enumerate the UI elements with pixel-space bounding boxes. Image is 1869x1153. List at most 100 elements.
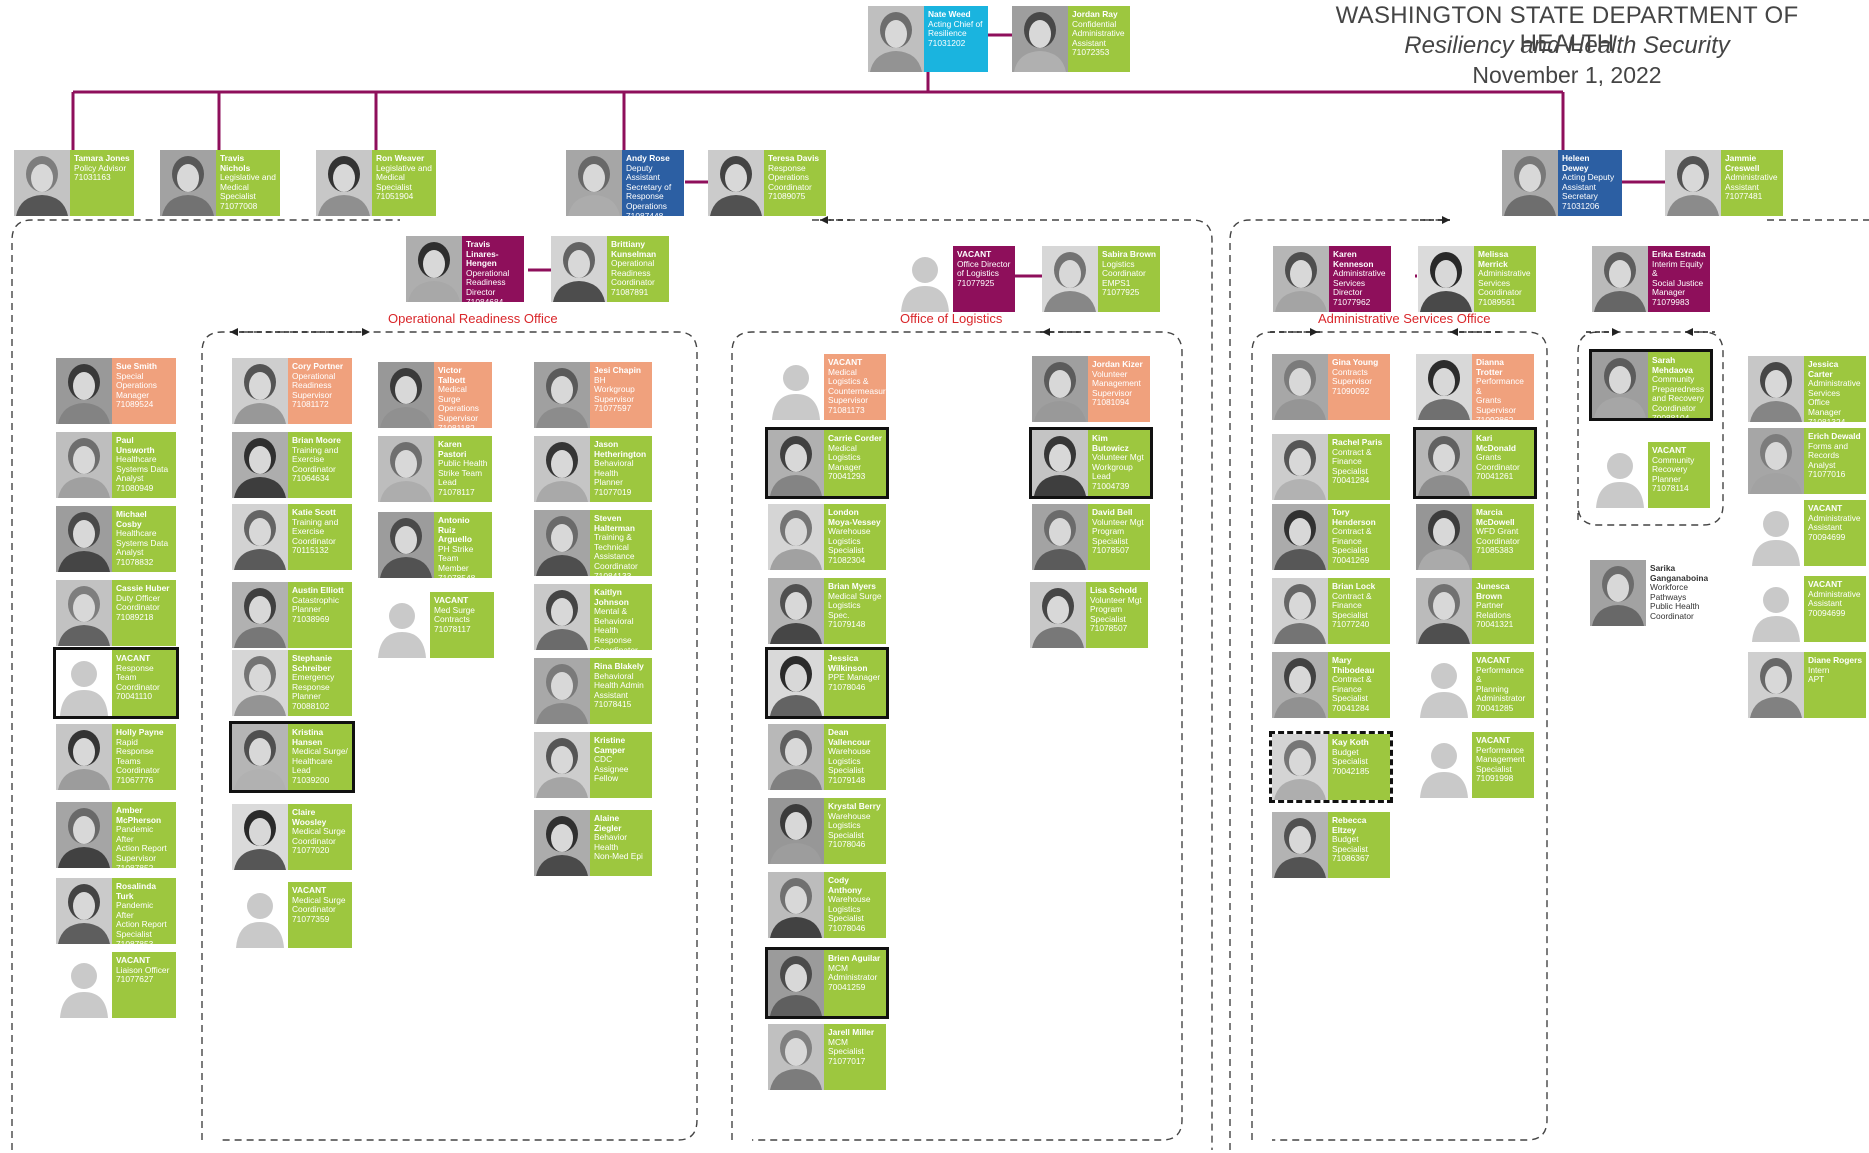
employee-detail-line: Technical: [594, 541, 629, 552]
employee-detail-line: 71089524: [116, 399, 154, 410]
employee-name: Heleen Dewey: [1562, 153, 1590, 173]
employee-detail-line: Resilience: [928, 28, 967, 39]
employee-detail-line: Grants: [1476, 395, 1502, 406]
vacant-avatar-icon: [56, 952, 112, 1018]
employee-name: Gina Young: [1332, 357, 1379, 367]
employee-photo: [56, 580, 112, 646]
employee-detail-line: Warehouse: [828, 746, 871, 757]
employee-detail-line: Operational: [466, 267, 510, 278]
employee-name: Travis Nichols: [220, 153, 251, 173]
employee-detail-line: Administrative: [1808, 588, 1861, 599]
employee-name: Teresa Davis: [768, 153, 820, 163]
employee-detail-line: Administrative: [1725, 172, 1778, 183]
employee-detail-line: Lead: [1092, 471, 1111, 482]
employee-detail-line: Medical: [828, 442, 857, 453]
employee-detail-line: Planner: [292, 691, 321, 702]
employee-detail-line: Legislative and: [220, 172, 276, 183]
employee-detail-line: Budget: [1332, 834, 1359, 845]
employee-detail-line: Medical: [376, 172, 405, 183]
employee-name: Kristina Hansen: [292, 727, 324, 747]
employee-detail-line: Specialist: [828, 829, 864, 840]
employee-detail-line: Coordinator: [1102, 268, 1146, 279]
employee-detail-line: Catastrophic: [292, 594, 340, 605]
employee-photo: [1272, 354, 1328, 420]
employee-photo: [566, 150, 622, 216]
employee-detail-line: Preparedness: [1652, 383, 1705, 394]
employee-detail-line: Logistics Spec.: [828, 600, 861, 620]
employee-detail-line: 71067776: [116, 774, 154, 785]
employee-detail-line: Operational: [611, 258, 655, 269]
employee-detail-line: Supervisor: [1092, 387, 1133, 398]
employee-detail-line: Specialist: [116, 928, 152, 939]
employee-detail-line: 71077962: [1333, 296, 1371, 307]
employee-photo: [1272, 734, 1328, 800]
employee-name: VACANT: [434, 595, 469, 605]
employee-photo: [768, 872, 824, 938]
employee-detail-line: Finance: [1332, 683, 1362, 694]
employee-name: Jammie Creswell: [1725, 153, 1760, 173]
employee-detail-line: Social Justice: [1652, 277, 1704, 288]
employee-detail-line: 70041321: [1476, 619, 1514, 630]
employee-name: VACANT: [1808, 503, 1843, 513]
employee-photo: [534, 510, 590, 576]
department-title: WASHINGTON STATE DEPARTMENT OF HEALTH: [1335, 2, 1799, 57]
employee-detail-line: Behavior Health: [594, 832, 628, 852]
employee-detail-line: Policy Advisor: [74, 162, 127, 173]
employee-detail-line: Medical Surge/: [292, 746, 348, 757]
employee-detail-line: Planner: [292, 604, 321, 615]
employee-detail-line: Contracts: [1332, 366, 1368, 377]
employee-detail-line: 71078046: [828, 839, 866, 850]
employee-detail-line: Public Health: [438, 458, 488, 469]
office-label-admin: Administrative Services Office: [1318, 311, 1491, 326]
employee-detail-line: 71051904: [376, 191, 414, 202]
employee-name: Michael Cosby: [116, 509, 147, 529]
employee-detail-line: Planning: [1476, 683, 1509, 694]
employee-detail-line: Health Planner: [594, 467, 623, 488]
employee-photo: [768, 430, 824, 496]
employee-detail-line: Performance &: [1476, 664, 1524, 685]
employee-detail-line: Training &: [594, 532, 632, 543]
employee-name: Lisa Schold: [1090, 585, 1138, 595]
employee-photo: [1272, 812, 1328, 878]
employee-detail-line: 71077020: [292, 845, 330, 856]
employee-detail-line: Management: [1476, 754, 1525, 765]
employee-detail-line: Assistant: [1808, 522, 1842, 533]
employee-detail-line: Management: [1092, 378, 1141, 389]
employee-detail-line: Director: [466, 286, 496, 297]
employee-name: Katie Scott: [292, 507, 336, 517]
employee-name: VACANT: [1652, 445, 1687, 455]
employee-detail-line: Specialist: [1332, 609, 1368, 620]
employee-name: Travis Linares-Hengen: [466, 239, 499, 269]
employee-detail-line: 71081094: [1092, 397, 1130, 408]
employee-photo: [1748, 356, 1804, 422]
employee-photo: [316, 150, 372, 216]
employee-detail-line: Response Team: [116, 662, 154, 683]
employee-detail-line: 70041269: [1332, 554, 1370, 565]
employee-detail-line: Member: [438, 562, 469, 573]
employee-detail-line: 71079983: [1652, 296, 1690, 307]
employee-detail-line: Intern: [1808, 664, 1830, 675]
employee-detail-line: Workforce: [1650, 582, 1689, 593]
employee-detail-line: Acting Chief of: [928, 18, 983, 29]
